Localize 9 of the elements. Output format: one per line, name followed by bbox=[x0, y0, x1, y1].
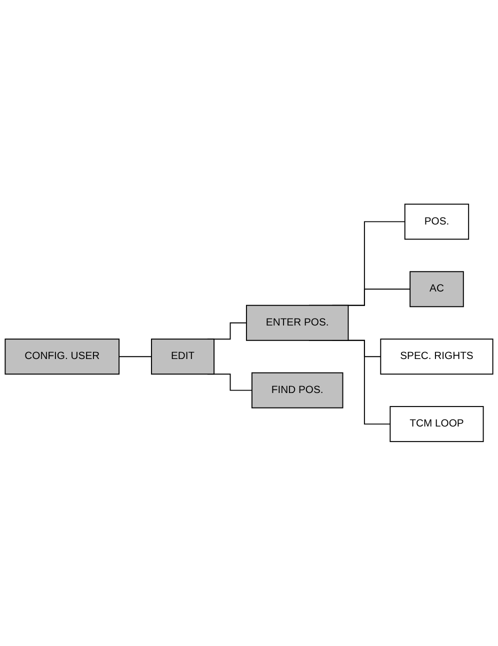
node-box: FIND POS. bbox=[251, 372, 344, 408]
connector bbox=[118, 356, 152, 358]
node-box: POS. bbox=[404, 204, 470, 240]
node-box: ENTER POS. bbox=[246, 305, 349, 341]
node-box: SPEC. RIGHTS bbox=[380, 338, 494, 375]
node-box: AC bbox=[410, 271, 464, 308]
node-box: CONFIG. USER bbox=[4, 338, 120, 375]
node-box: EDIT bbox=[151, 338, 215, 375]
node-box: TCM LOOP bbox=[390, 406, 484, 442]
